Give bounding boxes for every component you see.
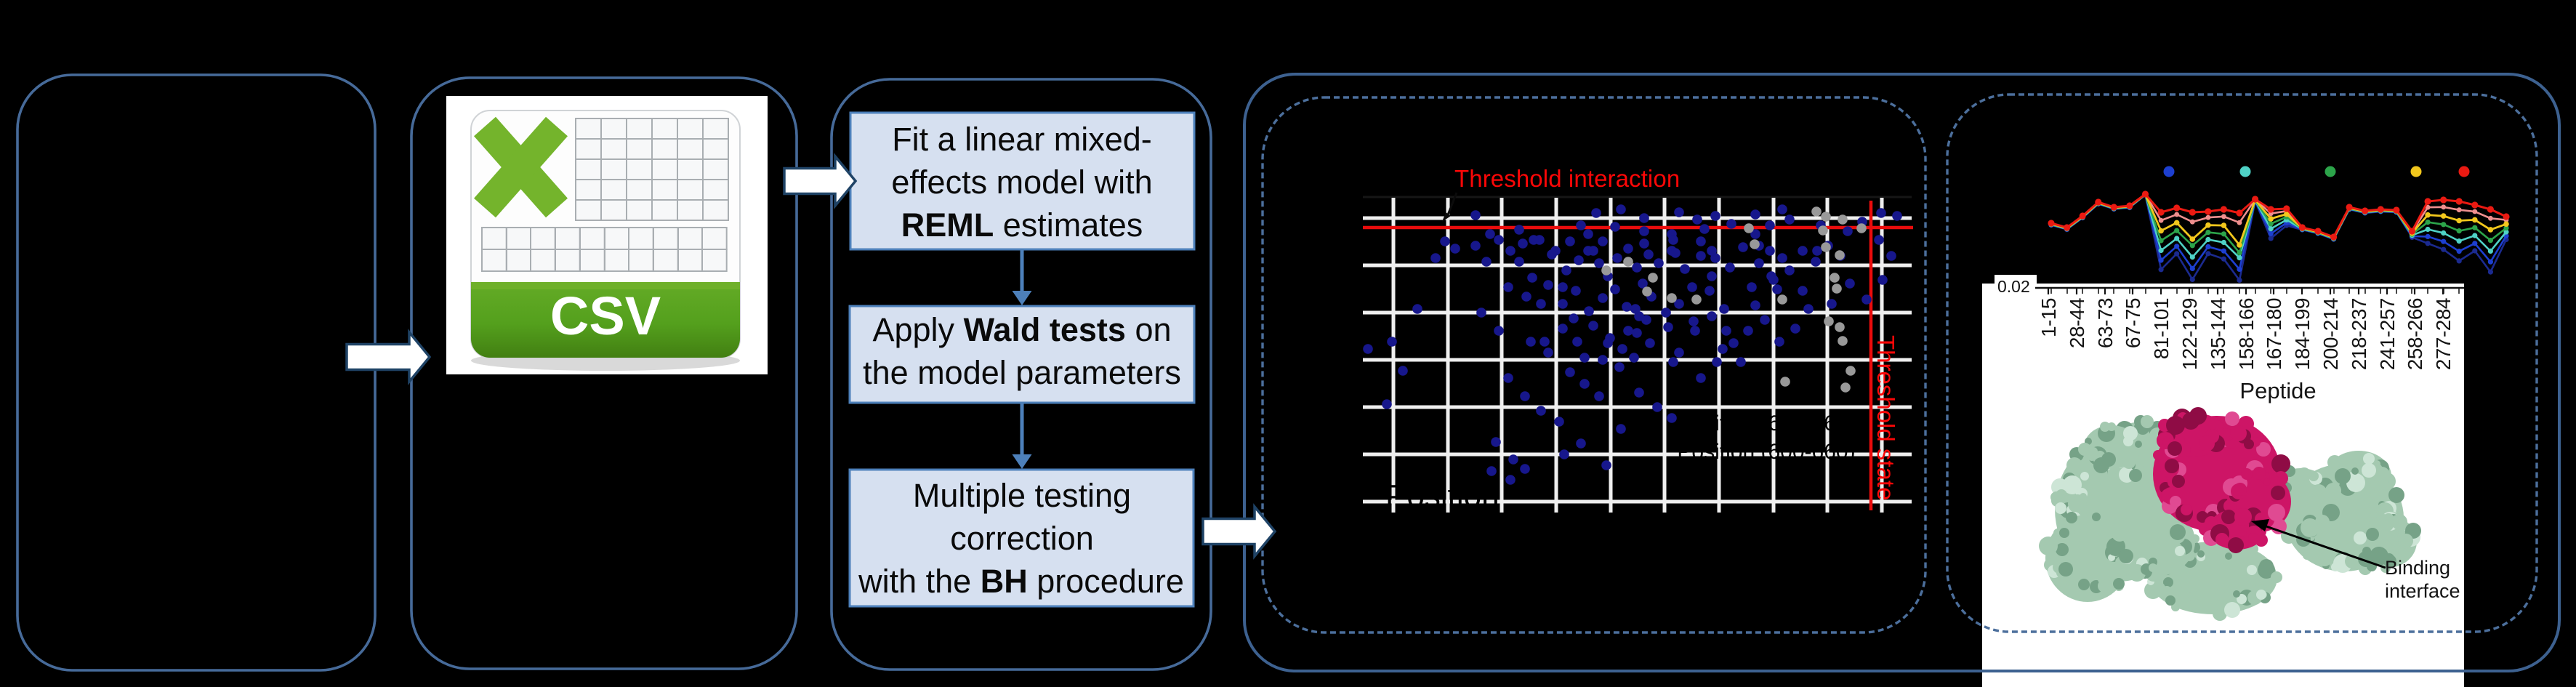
svg-text:the model parameters: the model parameters: [863, 354, 1181, 391]
svg-text:Threshold interaction: Threshold interaction: [1454, 165, 1680, 192]
svg-text:Position (600-660): Position (600-660): [1677, 411, 1855, 435]
svg-text:63-73: 63-73: [2094, 298, 2117, 348]
svg-text:Threshold state: Threshold state: [1872, 335, 1899, 500]
svg-text:28-44: 28-44: [2066, 298, 2088, 348]
svg-text:correction: correction: [950, 520, 1094, 557]
svg-text:Position: Position: [1385, 478, 1500, 514]
svg-text:Position (600-660): Position (600-660): [1677, 440, 1855, 464]
svg-text:135-144: 135-144: [2207, 298, 2229, 370]
svg-text:158-166: 158-166: [2235, 298, 2258, 370]
svg-text:200-214: 200-214: [2319, 298, 2342, 370]
svg-text:REML estimates: REML estimates: [901, 206, 1143, 244]
svg-text:Apply Wald tests on: Apply Wald tests on: [872, 311, 1171, 348]
svg-text:1-15: 1-15: [2037, 298, 2060, 337]
svg-text:258-266: 258-266: [2404, 298, 2426, 370]
svg-text:Multiple testing: Multiple testing: [913, 477, 1131, 514]
svg-text:167-180: 167-180: [2263, 298, 2285, 370]
svg-text:interface: interface: [2385, 580, 2460, 602]
svg-text:67-75: 67-75: [2122, 298, 2144, 348]
svg-text:effects model with: effects model with: [891, 164, 1152, 201]
svg-text:184-199: 184-199: [2291, 298, 2314, 370]
svg-text:0.02: 0.02: [1997, 277, 2030, 296]
svg-text:Peptide: Peptide: [2239, 378, 2316, 403]
svg-text:with the BH procedure: with the BH procedure: [858, 563, 1184, 600]
svg-text:Fit a linear mixed-: Fit a linear mixed-: [892, 121, 1152, 158]
svg-text:218-237: 218-237: [2348, 298, 2370, 370]
svg-text:Binding: Binding: [2385, 557, 2450, 579]
svg-text:81-101: 81-101: [2150, 298, 2173, 359]
svg-text:241-257: 241-257: [2376, 298, 2399, 370]
svg-text:122-129: 122-129: [2178, 298, 2201, 370]
svg-text:CSV: CSV: [550, 286, 661, 346]
svg-text:277-284: 277-284: [2432, 298, 2455, 370]
